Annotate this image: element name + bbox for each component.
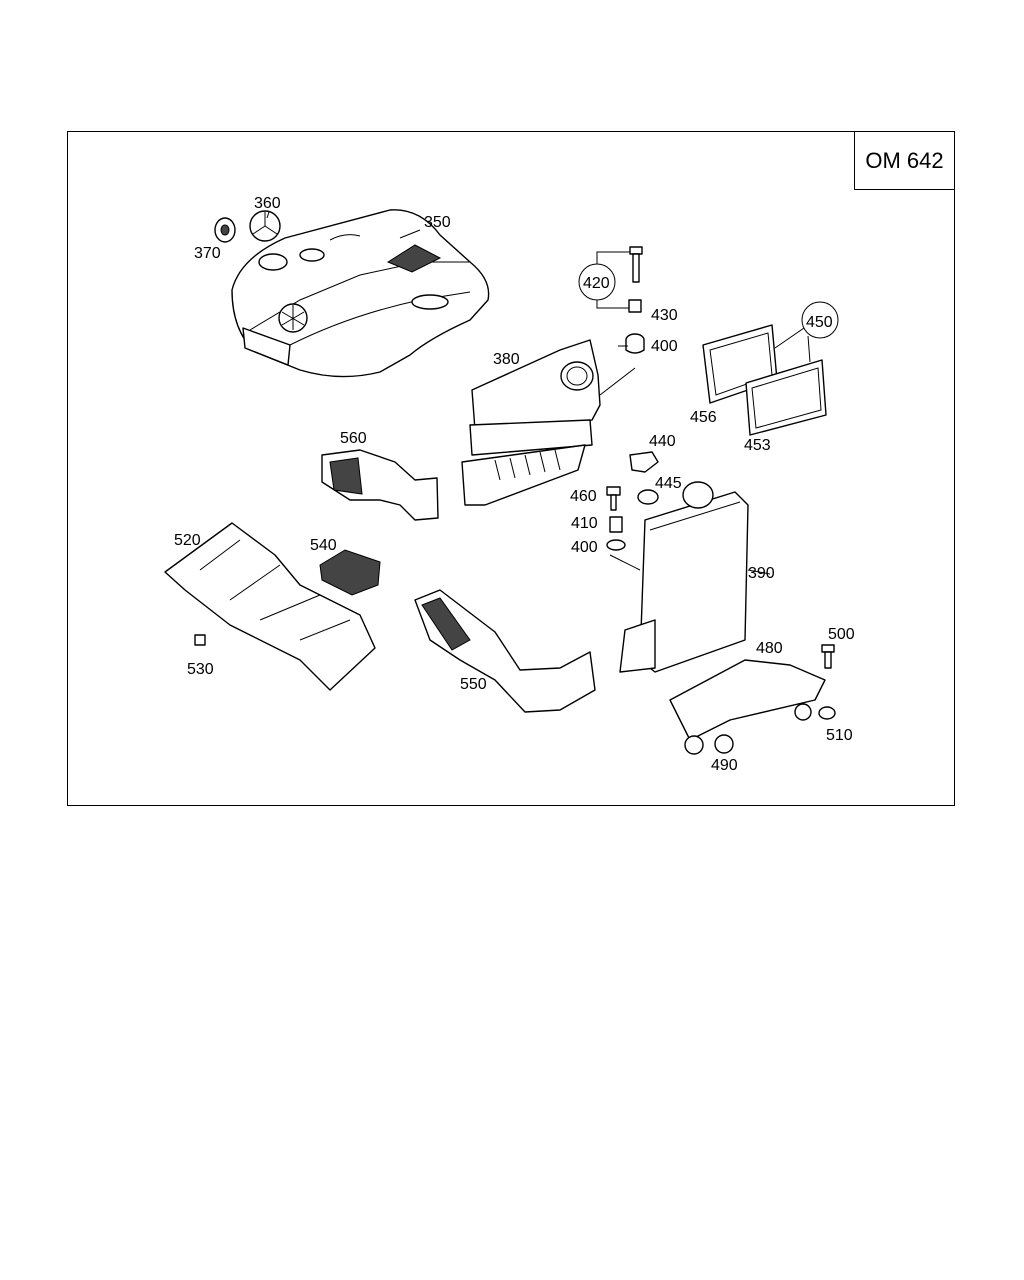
air-cleaner-box-drawing	[609, 481, 749, 673]
bracket-drawing	[669, 644, 836, 755]
callout-390: 390	[748, 565, 775, 582]
callout-453: 453	[744, 437, 771, 454]
damper-drawing	[319, 549, 381, 596]
callout-440: 440	[649, 433, 676, 450]
callout-380: 380	[493, 351, 520, 368]
callout-560: 560	[340, 430, 367, 447]
bolt-assembly-drawing	[578, 246, 645, 354]
callout-420: 420	[583, 275, 610, 292]
callout-410: 410	[571, 515, 598, 532]
callout-430: 430	[651, 307, 678, 324]
callout-510: 510	[826, 727, 853, 744]
callout-370: 370	[194, 245, 221, 262]
callout-530: 530	[187, 661, 214, 678]
intake-hose-drawing	[414, 589, 596, 713]
callout-480: 480	[756, 640, 783, 657]
air-filter-housing-drawing	[461, 339, 636, 506]
callout-460: 460	[570, 488, 597, 505]
callout-540: 540	[310, 537, 337, 554]
callout-350: 350	[424, 214, 451, 231]
model-code-box: OM 642	[854, 131, 955, 190]
filter-element-drawing	[702, 301, 839, 436]
diagram-frame	[67, 131, 955, 806]
mount-parts-drawing	[606, 486, 626, 551]
engine-cover-drawing	[231, 209, 490, 378]
grommet-drawing	[214, 217, 236, 243]
callout-400-lower: 400	[571, 539, 598, 556]
callout-456: 456	[690, 409, 717, 426]
intake-duct-drawing	[321, 449, 439, 521]
callout-450: 450	[806, 314, 833, 331]
leader-lines	[266, 211, 771, 575]
callout-550: 550	[460, 676, 487, 693]
model-code-label: OM 642	[865, 147, 944, 173]
sensor-drawing	[629, 451, 659, 505]
star-emblem-drawing	[249, 210, 281, 242]
callout-520: 520	[174, 532, 201, 549]
callout-500: 500	[828, 626, 855, 643]
callout-490: 490	[711, 757, 738, 774]
callout-360: 360	[254, 195, 281, 212]
callout-400-upper: 400	[651, 338, 678, 355]
heat-shield-drawing	[164, 522, 376, 691]
callout-445: 445	[655, 475, 682, 492]
